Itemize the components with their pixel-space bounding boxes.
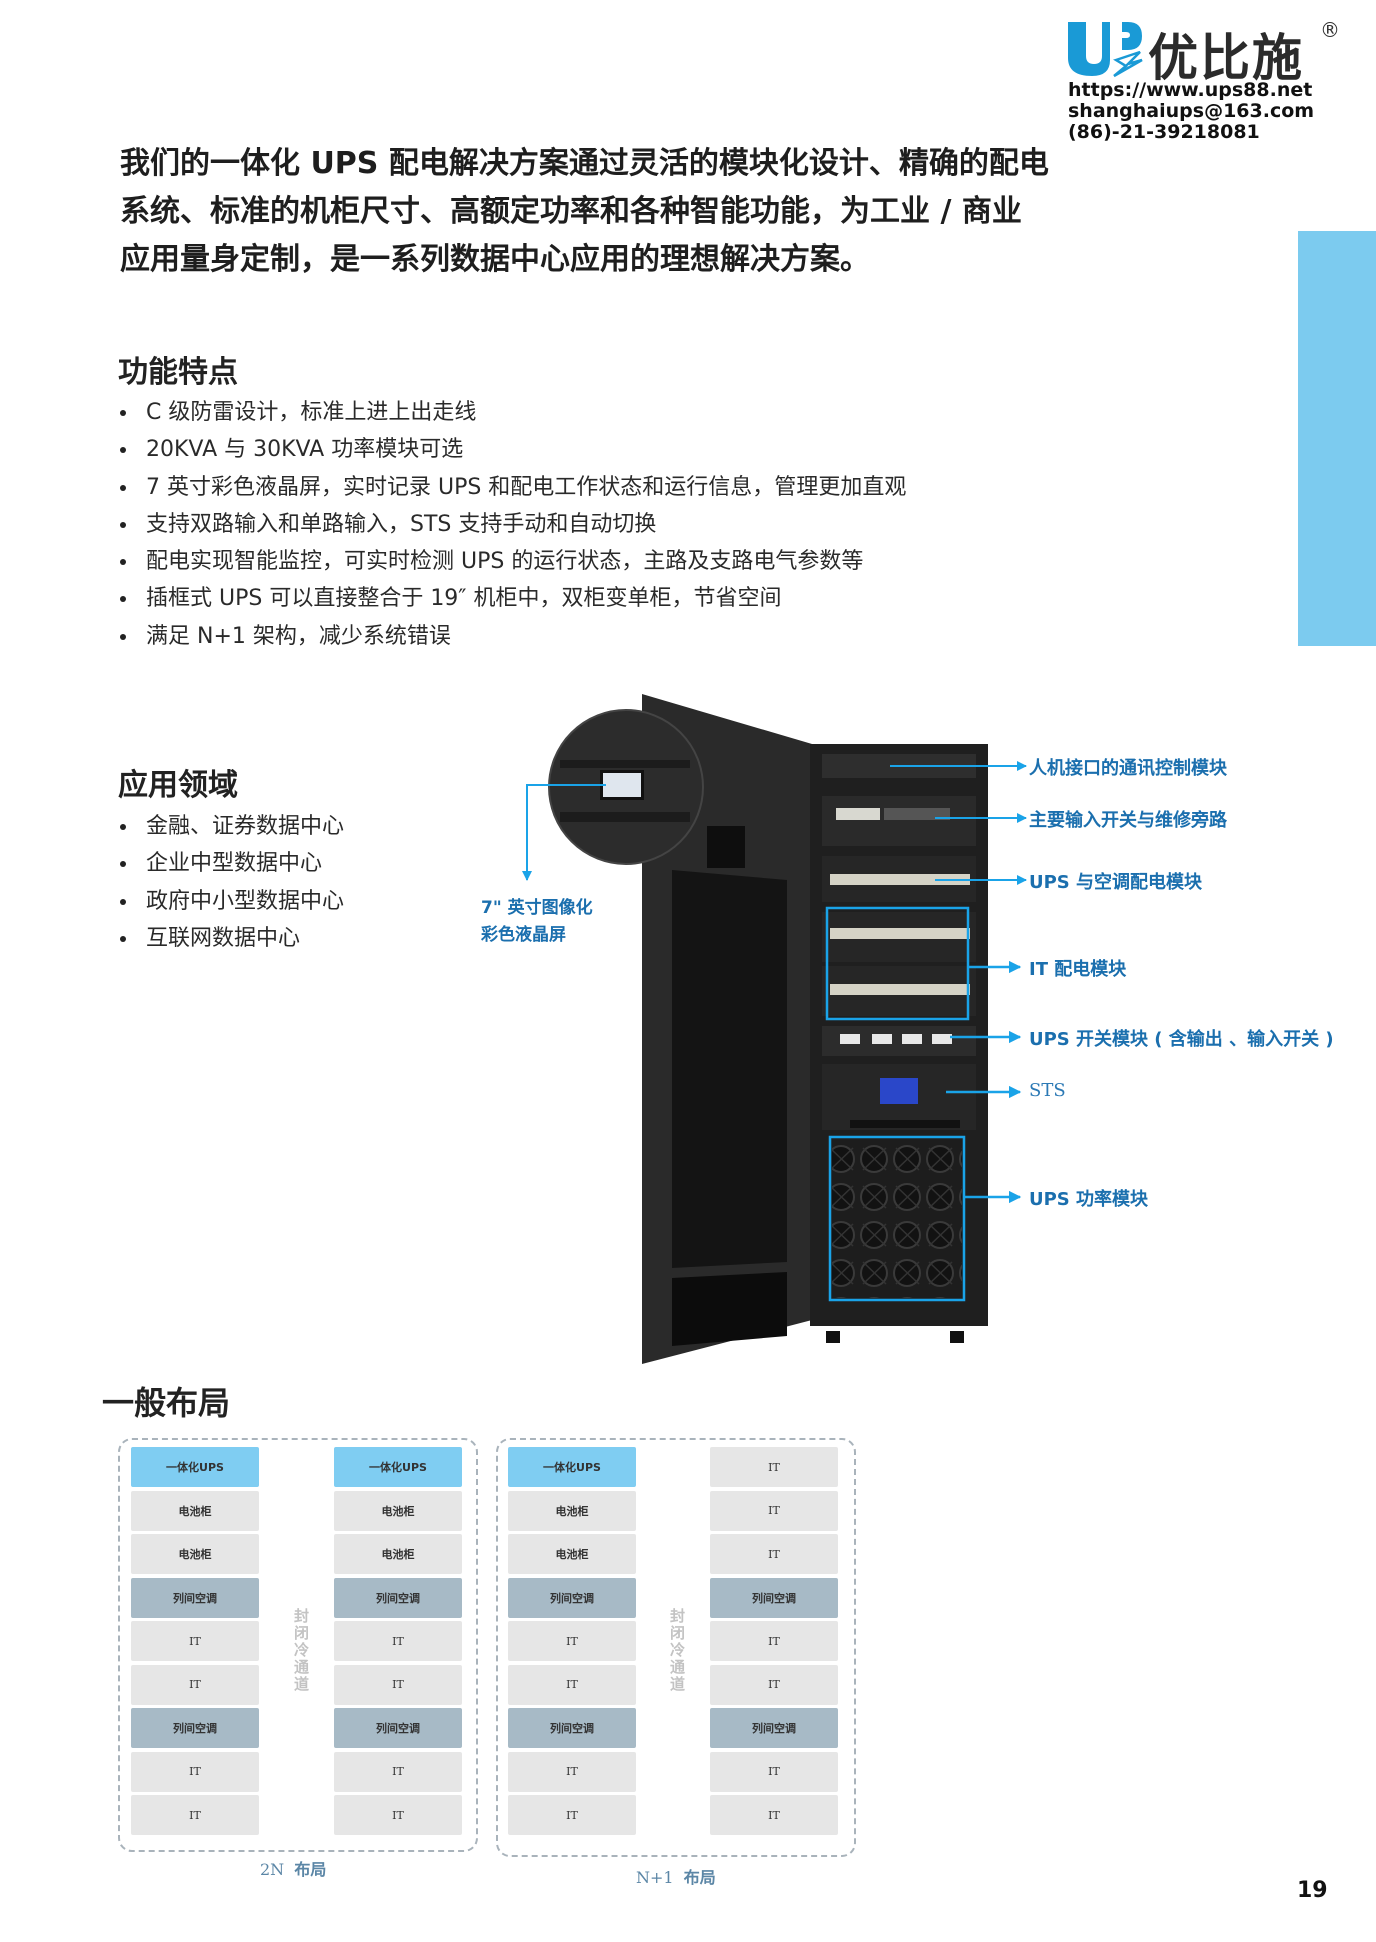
- up-logo-icon: [1068, 22, 1143, 78]
- rack-cell-ac: 列间空调: [508, 1708, 636, 1748]
- cabinet-body: [810, 744, 988, 1343]
- layout-caption-text: 布局: [683, 1868, 716, 1887]
- rack-cell-it: IT: [131, 1751, 259, 1792]
- accent-sidebar-bar: [1298, 231, 1376, 646]
- callout-sts: STS: [1029, 1080, 1066, 1101]
- rack-cell-it: IT: [710, 1795, 838, 1835]
- features-list: C 级防雷设计，标准上进上出走线 20KVA 与 30KVA 功率模块可选 7 …: [120, 394, 906, 655]
- phone-number: (86)-21-39218081: [1068, 121, 1260, 143]
- rack-cell-it: IT: [710, 1534, 838, 1574]
- list-item: 20KVA 与 30KVA 功率模块可选: [120, 431, 906, 468]
- callout-input-switch: 主要输入开关与维修旁路: [1029, 810, 1227, 831]
- rack-cell-ac: 列间空调: [710, 1577, 838, 1618]
- list-item: 政府中小型数据中心: [120, 883, 344, 920]
- intro-line: 我们的一体化 UPS 配电解决方案通过灵活的模块化设计、精确的配电: [120, 146, 1049, 181]
- applications-list: 金融、证券数据中心 企业中型数据中心 政府中小型数据中心 互联网数据中心: [120, 808, 344, 957]
- rack-cell-it: IT: [508, 1621, 636, 1661]
- rack-cell-ups: 一体化UPS: [508, 1447, 636, 1487]
- intro-paragraph: 我们的一体化 UPS 配电解决方案通过灵活的模块化设计、精确的配电 系统、标准的…: [120, 140, 1049, 284]
- screen-magnifier: [548, 709, 704, 865]
- rack-cell-it: IT: [710, 1751, 838, 1792]
- layout-diagram-frame: [496, 1438, 856, 1857]
- website-link[interactable]: https://www.ups88.net: [1068, 79, 1313, 101]
- rack-cell-bat: 电池柜: [334, 1534, 462, 1574]
- rack-cell-it: IT: [334, 1795, 462, 1835]
- list-item: 插框式 UPS 可以直接整合于 19″ 机柜中，双柜变单柜，节省空间: [120, 580, 906, 617]
- email-link[interactable]: shanghaiups@163.com: [1068, 100, 1315, 122]
- rack-cell-ac: 列间空调: [508, 1577, 636, 1618]
- rack-cell-it: IT: [334, 1664, 462, 1705]
- rack-cell-it: IT: [131, 1795, 259, 1835]
- rack-cell-bat: 电池柜: [131, 1534, 259, 1574]
- rack-cell-it: IT: [710, 1664, 838, 1705]
- rack-cell-it: IT: [508, 1751, 636, 1792]
- callout-ups-ac-distribution: UPS 与空调配电模块: [1029, 872, 1203, 893]
- rack-cell-ac: 列间空调: [131, 1577, 259, 1618]
- rack-cell-bat: 电池柜: [508, 1490, 636, 1531]
- rack-cell-ac: 列间空调: [710, 1708, 838, 1748]
- layout-heading: 一般布局: [102, 1384, 231, 1422]
- callout-power-module: UPS 功率模块: [1029, 1189, 1149, 1210]
- layout-caption: N+1 布局: [636, 1864, 716, 1888]
- callout-it-distribution: IT 配电模块: [1029, 959, 1127, 980]
- list-item: 满足 N+1 架构，减少系统错误: [120, 618, 906, 655]
- screen-callout-line: 7" 英寸图像化: [481, 898, 593, 918]
- screen-callout: 7" 英寸图像化 彩色液晶屏: [481, 895, 593, 949]
- rack-cell-it: IT: [508, 1795, 636, 1835]
- rack-cell-ups: 一体化UPS: [131, 1447, 259, 1487]
- applications-heading: 应用领域: [118, 768, 238, 803]
- brand-name: 优比施: [1148, 29, 1304, 87]
- rack-cell-it: IT: [131, 1621, 259, 1661]
- cabinet-door: [642, 694, 812, 1364]
- brand-logo: 优比施 ® https://www.ups88.net shanghaiups@…: [1066, 18, 1340, 143]
- registered-mark: ®: [1320, 18, 1340, 42]
- layout-diagram-frame: [118, 1438, 478, 1852]
- intro-line: 应用量身定制，是一系列数据中心应用的理想解决方案。: [120, 242, 870, 277]
- layout-caption-text: 布局: [294, 1860, 327, 1879]
- rack-cell-it: IT: [710, 1621, 838, 1661]
- rack-cell-bat: 电池柜: [508, 1534, 636, 1574]
- intro-line: 系统、标准的机柜尺寸、高额定功率和各种智能功能，为工业 / 商业: [120, 194, 1022, 229]
- list-item: 金融、证券数据中心: [120, 808, 344, 845]
- list-item: 7 英寸彩色液晶屏，实时记录 UPS 和配电工作状态和运行信息，管理更加直观: [120, 469, 906, 506]
- list-item: C 级防雷设计，标准上进上出走线: [120, 394, 906, 431]
- screen-callout-line: 彩色液晶屏: [481, 925, 566, 945]
- rack-cell-it: IT: [508, 1664, 636, 1705]
- callout-hmi-module: 人机接口的通讯控制模块: [1029, 758, 1227, 779]
- list-item: 互联网数据中心: [120, 920, 344, 957]
- rack-cell-bat: 电池柜: [131, 1490, 259, 1531]
- rack-cell-it: IT: [334, 1751, 462, 1792]
- rack-cell-ac: 列间空调: [334, 1577, 462, 1618]
- layout-caption-type: N+1: [636, 1868, 674, 1887]
- list-item: 支持双路输入和单路输入，STS 支持手动和自动切换: [120, 506, 906, 543]
- rack-cell-it: IT: [710, 1490, 838, 1531]
- rack-cell-it: IT: [334, 1621, 462, 1661]
- callout-ups-switch-module: UPS 开关模块 ( 含输出 、输入开关 ): [1029, 1029, 1334, 1050]
- list-item: 企业中型数据中心: [120, 845, 344, 882]
- rack-cell-it: IT: [131, 1664, 259, 1705]
- list-item: 配电实现智能监控，可实时检测 UPS 的运行状态，主路及支路电气参数等: [120, 543, 906, 580]
- layout-caption: 2N 布局: [260, 1856, 326, 1880]
- features-heading: 功能特点: [118, 355, 238, 390]
- cold-aisle-label: 封闭冷通道: [668, 1608, 686, 1693]
- cold-aisle-label: 封闭冷通道: [292, 1608, 310, 1693]
- rack-cell-ac: 列间空调: [334, 1708, 462, 1748]
- page-number: 19: [1297, 1878, 1328, 1903]
- layout-caption-type: 2N: [260, 1860, 285, 1879]
- rack-cell-ac: 列间空调: [131, 1708, 259, 1748]
- rack-cell-bat: 电池柜: [334, 1490, 462, 1531]
- rack-cell-ups: 一体化UPS: [334, 1447, 462, 1487]
- rack-cell-it: IT: [710, 1447, 838, 1487]
